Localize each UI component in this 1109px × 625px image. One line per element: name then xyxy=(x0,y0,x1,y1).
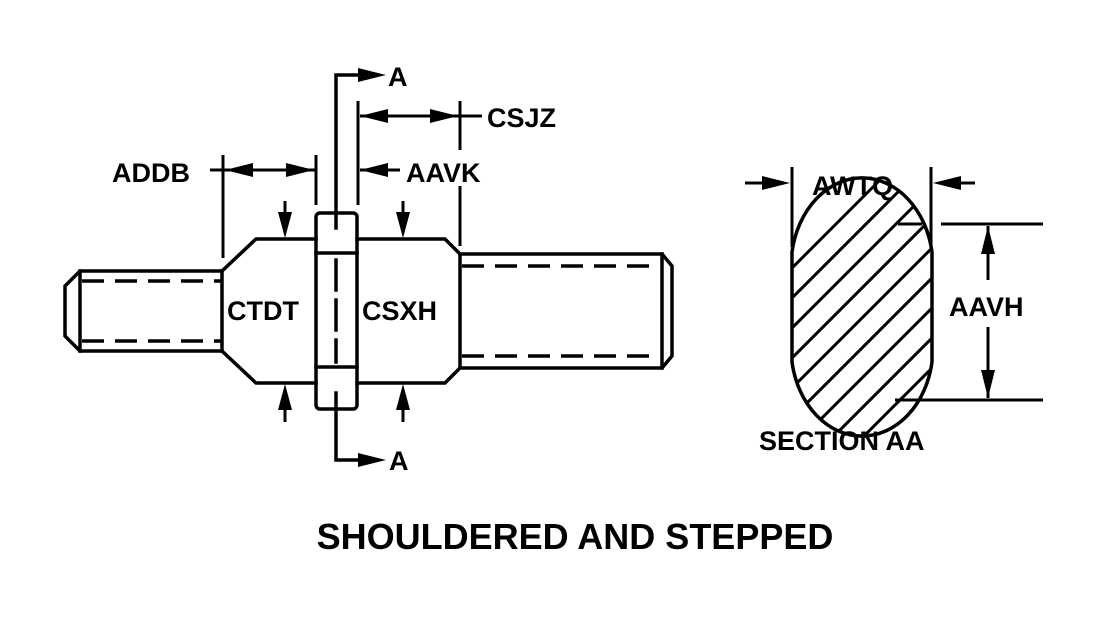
dimension-csxh: CSXH xyxy=(362,201,437,422)
csxh-arrow-bottom xyxy=(396,384,410,410)
csjz-arrow-left xyxy=(360,109,388,123)
ctdt-arrow-bottom xyxy=(278,384,292,410)
cut-line-bottom xyxy=(334,391,362,462)
aavk-arrow xyxy=(360,163,388,177)
csxh-label: CSXH xyxy=(362,296,437,326)
right-stud-outline xyxy=(458,252,674,370)
aavh-arrow-top xyxy=(981,226,995,254)
dimension-addb: ADDB xyxy=(112,155,318,258)
side-view: A A ADDB CSJZ AAVK xyxy=(63,62,674,476)
section-caption: SECTION AA xyxy=(759,426,925,456)
aavk-label: AAVK xyxy=(406,158,481,188)
right-threaded-stud xyxy=(458,252,674,370)
dimension-ctdt: CTDT xyxy=(227,201,299,422)
aavh-arrow-bottom xyxy=(981,370,995,398)
dimension-awtq: AWTQ xyxy=(745,167,975,247)
right-shoulder xyxy=(355,237,462,385)
csxh-arrow-top xyxy=(396,212,410,238)
left-threaded-stud xyxy=(63,269,224,353)
drawing-title: SHOULDERED AND STEPPED xyxy=(317,516,834,557)
addb-arrow-right xyxy=(286,163,314,177)
ctdt-label: CTDT xyxy=(227,296,299,326)
ctdt-arrow-top xyxy=(278,212,292,238)
dimension-aavk: AAVK xyxy=(360,158,481,188)
csjz-arrow-right xyxy=(430,109,458,123)
left-shoulder-bottom xyxy=(219,348,318,385)
left-shoulder-top xyxy=(219,237,318,274)
section-marker-top: A xyxy=(388,62,408,92)
addb-arrow-left xyxy=(225,163,253,177)
center-collar xyxy=(314,211,359,411)
dimension-csjz: CSJZ xyxy=(356,101,556,246)
awtq-label: AWTQ xyxy=(812,171,893,201)
section-outline xyxy=(790,176,934,438)
awtq-arrow-right xyxy=(933,176,961,190)
dimension-aavh: AAVH xyxy=(895,222,1043,402)
section-marker-bottom: A xyxy=(389,446,409,476)
cut-arrow-bottom xyxy=(358,453,386,467)
cut-line-top xyxy=(334,73,362,230)
csjz-label: CSJZ xyxy=(487,103,556,133)
section-cut-line: A A xyxy=(334,62,409,476)
left-shoulder xyxy=(219,237,318,385)
addb-label: ADDB xyxy=(112,158,190,188)
right-shoulder-outline xyxy=(355,237,462,385)
section-view: AWTQ AAVH SECTION AA xyxy=(745,167,1043,456)
aavh-label: AAVH xyxy=(949,292,1024,322)
cut-arrow-top xyxy=(358,68,386,82)
awtq-arrow-left xyxy=(762,176,790,190)
left-stud-outline xyxy=(63,269,224,353)
